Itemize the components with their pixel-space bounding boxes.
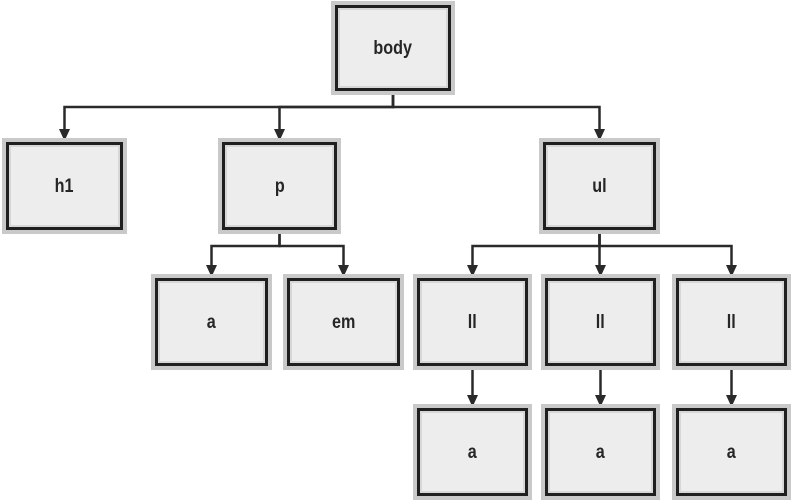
tree-node-ll-1: ll — [417, 278, 528, 366]
tree-node-label: ll — [468, 311, 477, 333]
tree-node-ul: ul — [543, 142, 656, 230]
tree-node-label: body — [373, 37, 413, 59]
tree-node-label: a — [726, 441, 736, 463]
edge-p-em — [278, 230, 349, 277]
tree-node-a-2: a — [545, 408, 656, 496]
arrow-down-marker — [726, 265, 737, 277]
edge-ul-ll-1 — [467, 230, 601, 277]
tree-node-body: body — [335, 5, 451, 91]
edge-ll-3-a-3 — [726, 366, 737, 407]
tree-node-label: a — [206, 311, 216, 333]
tree-node-label: ll — [596, 311, 605, 333]
tree-node-label: ll — [727, 311, 736, 333]
arrow-down-marker — [59, 129, 70, 141]
tree-node-p: p — [222, 142, 337, 230]
edge-ll-2-a-2 — [595, 366, 606, 407]
tree-node-label: a — [467, 441, 477, 463]
tree-node-a-p: a — [155, 278, 268, 366]
edge-body-ul — [391, 91, 605, 141]
tree-node-label: em — [331, 311, 356, 333]
arrow-down-marker — [274, 129, 285, 141]
tree-node-a-1: a — [417, 408, 528, 496]
tree-node-em: em — [287, 278, 400, 366]
arrow-down-marker — [595, 265, 606, 277]
arrow-down-marker — [467, 265, 478, 277]
edge-ll-1-a-1 — [467, 366, 478, 407]
arrow-down-marker — [206, 265, 217, 277]
arrow-down-marker — [467, 395, 478, 407]
arrow-down-marker — [726, 395, 737, 407]
tree-node-ll-2: ll — [545, 278, 656, 366]
edge-p-a-p — [206, 230, 281, 277]
tree-node-label: p — [274, 175, 285, 197]
tree-node-label: ul — [592, 175, 607, 197]
arrow-down-marker — [338, 265, 349, 277]
edge-body-p — [274, 91, 395, 141]
edge-ul-ll-2 — [595, 230, 606, 277]
tree-node-label: a — [595, 441, 605, 463]
tree-node-label: h1 — [55, 175, 74, 197]
tree-node-h1: h1 — [6, 142, 123, 230]
edge-ul-ll-3 — [598, 230, 737, 277]
arrow-down-marker — [594, 129, 605, 141]
tree-node-ll-3: ll — [676, 278, 787, 366]
arrow-down-marker — [595, 395, 606, 407]
tree-node-a-3: a — [676, 408, 787, 496]
edge-body-h1 — [59, 91, 395, 141]
